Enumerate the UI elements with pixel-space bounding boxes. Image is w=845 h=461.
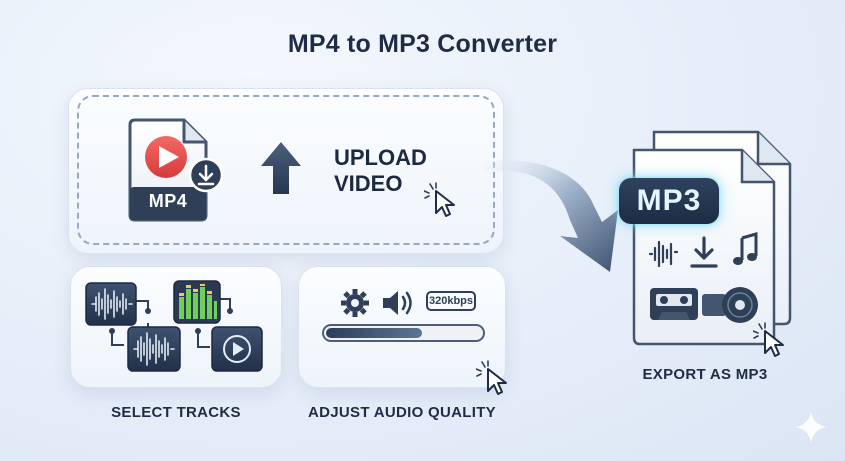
gear-icon[interactable] [341, 289, 369, 317]
speaker-icon[interactable] [383, 291, 412, 315]
cursor-click-icon [476, 360, 507, 395]
bitrate-badge[interactable]: 320kbps [426, 291, 476, 311]
waveform-icon [648, 240, 679, 268]
file-type-label: MP4 [148, 191, 188, 211]
slider-fill [326, 328, 422, 338]
cassette-icon [650, 288, 698, 320]
export-caption: EXPORT AS MP3 [642, 366, 768, 383]
audio-quality-slider[interactable] [322, 324, 485, 342]
mp3-document-stack-icon [632, 130, 792, 346]
convert-flow-arrow-icon [482, 160, 618, 272]
audio-quality-caption: ADJUST AUDIO QUALITY [308, 404, 496, 421]
music-note-icon [733, 232, 758, 265]
upload-arrow-icon [261, 142, 301, 194]
disc-icon [702, 287, 758, 323]
cursor-click-icon [753, 322, 784, 357]
cursor-click-icon [424, 182, 455, 217]
download-icon [690, 236, 718, 268]
sparkle-icon [795, 411, 827, 443]
upload-text-line1: UPLOAD [334, 145, 427, 170]
track-selection-graphic [85, 280, 263, 372]
upload-text-line2: VIDEO [334, 171, 403, 196]
page-title: MP4 to MP3 Converter [287, 30, 558, 58]
select-tracks-caption: SELECT TRACKS [111, 404, 241, 421]
video-track-tile[interactable] [211, 326, 263, 372]
mp3-format-badge[interactable]: MP3 [619, 178, 719, 224]
audio-track-tile-1[interactable] [85, 282, 137, 326]
quality-icon-row [341, 289, 412, 317]
audio-track-tile-eq[interactable] [173, 280, 221, 324]
audio-track-tile-2[interactable] [127, 326, 181, 372]
video-file-icon [128, 118, 224, 222]
upload-video-label[interactable]: UPLOAD VIDEO [334, 145, 454, 197]
